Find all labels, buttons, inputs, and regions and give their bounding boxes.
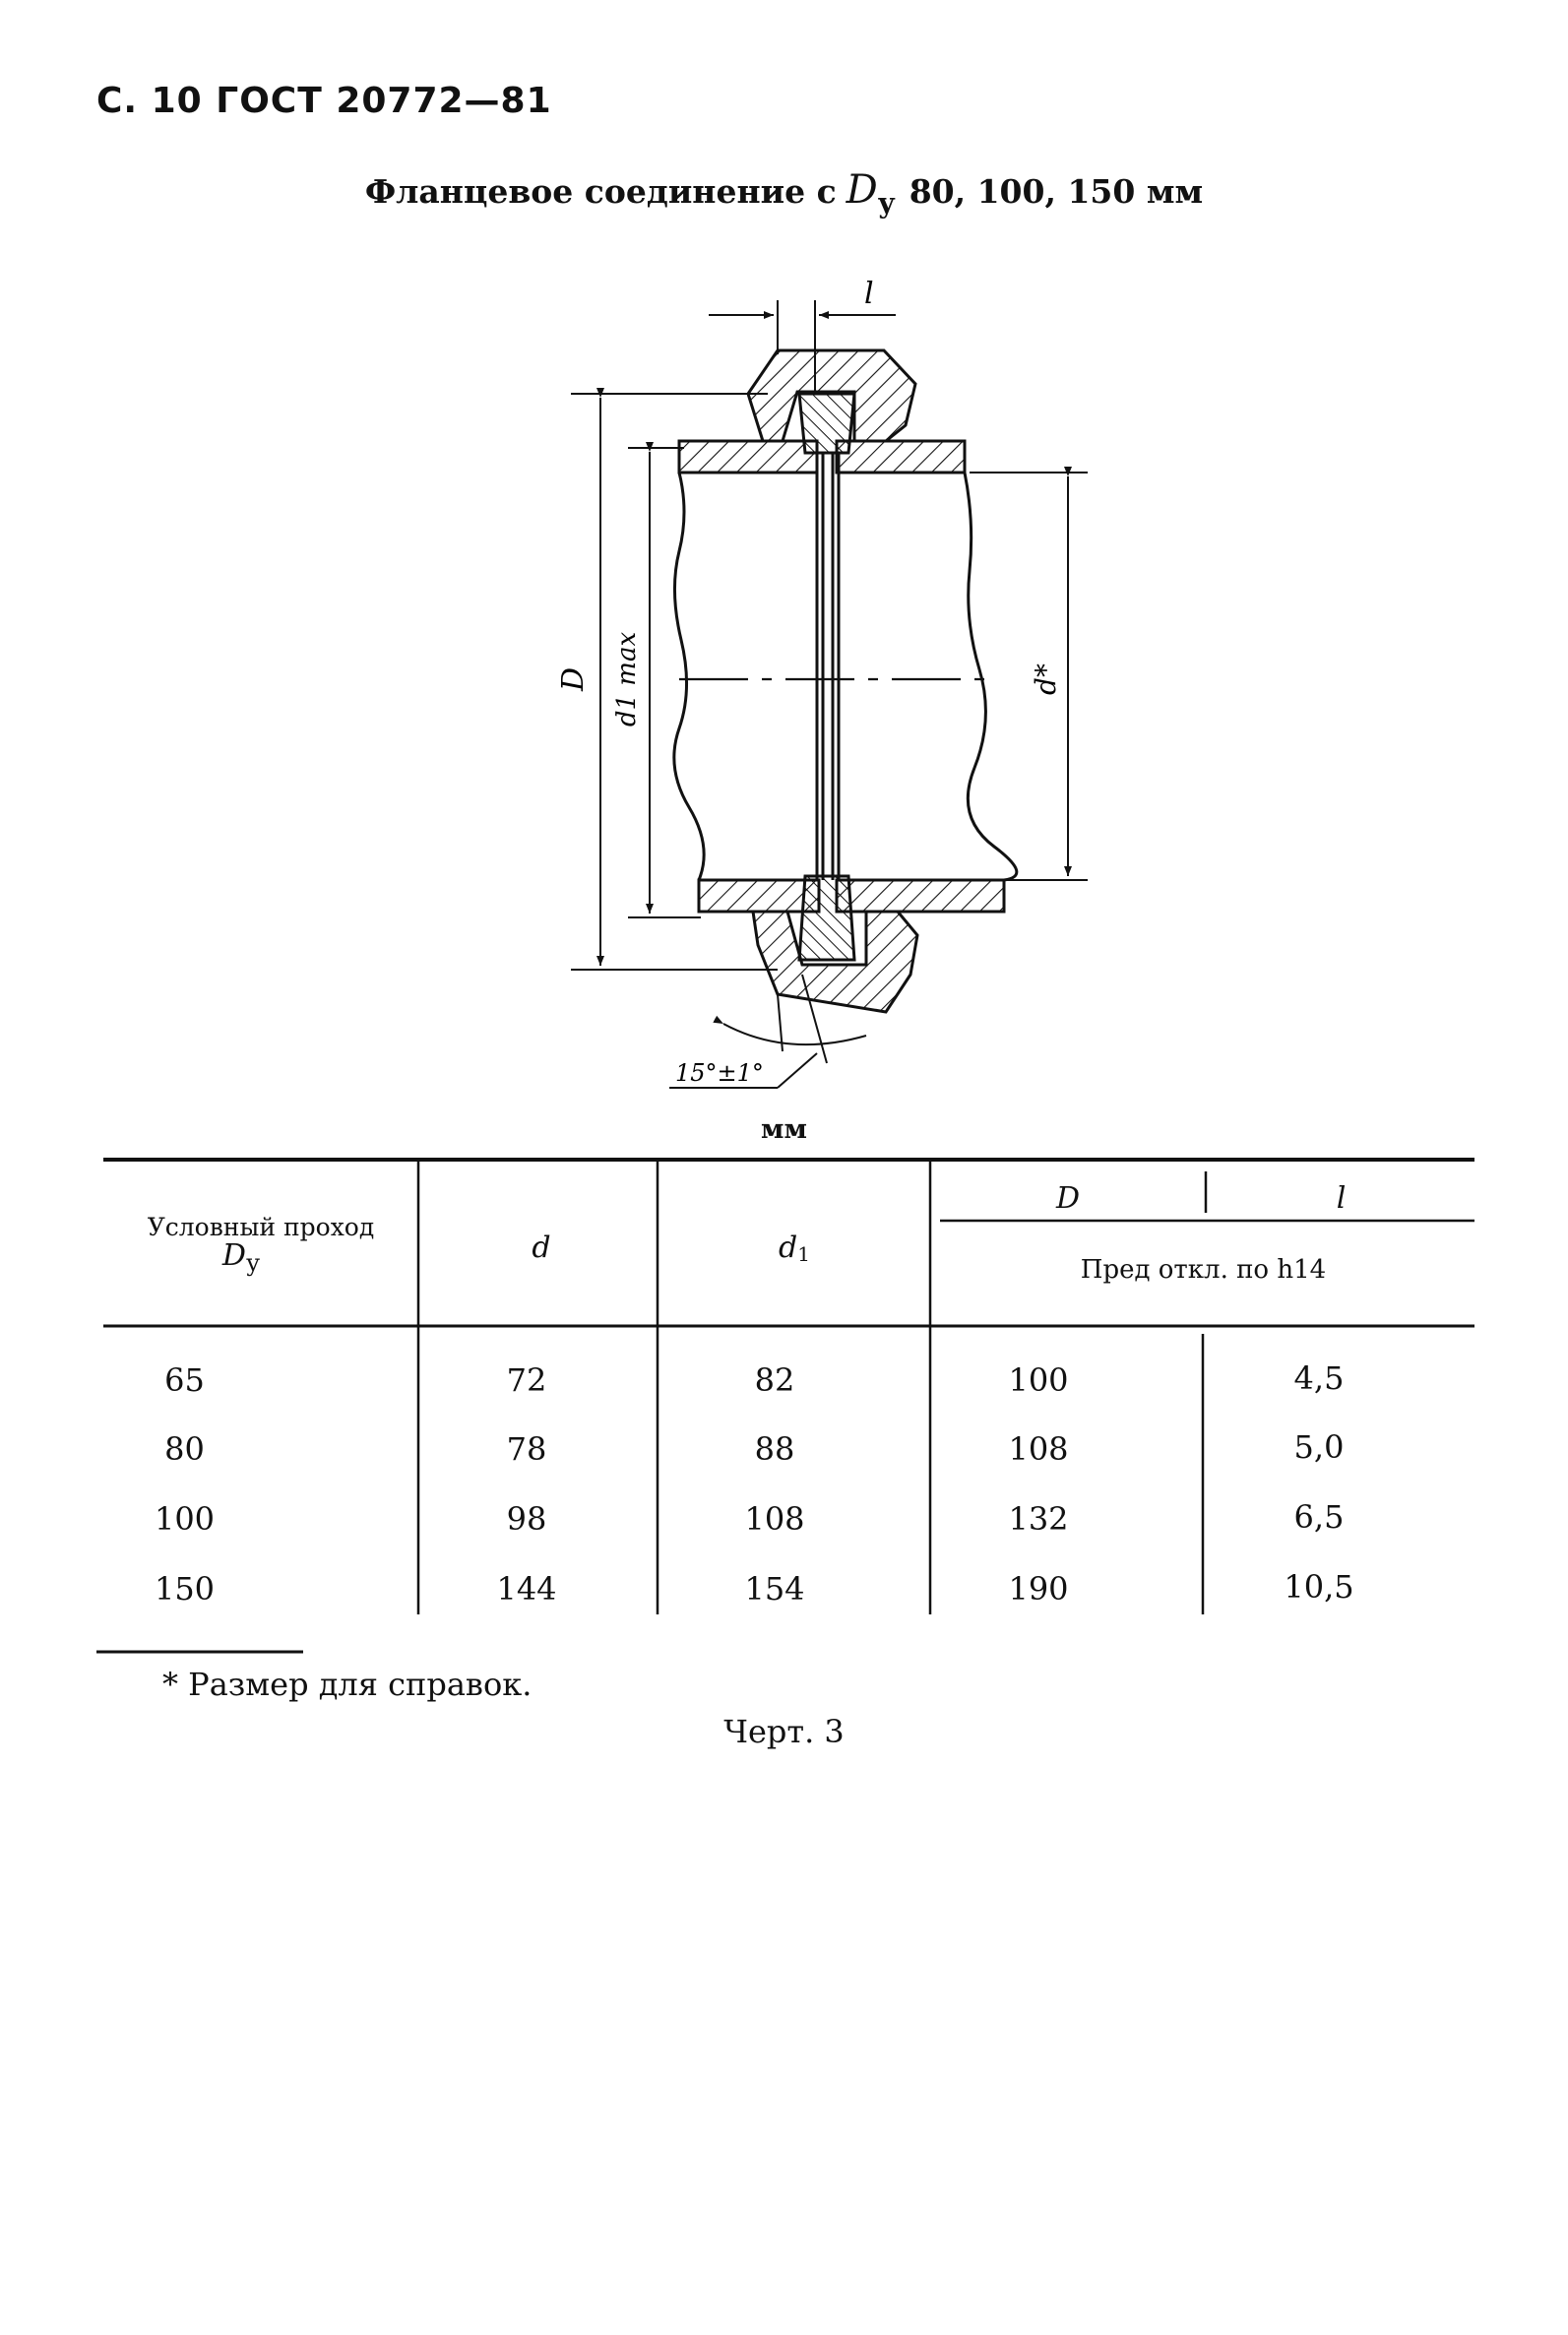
d1-symbol: d [779,1231,798,1265]
title-symbol: D [846,167,878,213]
cell-D: 100 [1008,1361,1069,1399]
cell-d: 144 [496,1570,557,1608]
table-rules [96,1158,1474,1654]
title-prefix: Фланцевое соединение с [364,172,837,211]
cell-dy: 100 [154,1500,216,1538]
cell-l: 10,5 [1284,1568,1354,1606]
cell-d: 98 [506,1500,547,1538]
header-D: D [1055,1181,1081,1216]
seal-bottom [797,874,856,962]
dim-label-D: D [556,667,591,692]
dim-label-angle: 15°±1° [675,1059,764,1087]
title-suffix: 80, 100, 150 мм [909,172,1204,211]
pipe-wall-top-left [677,439,819,474]
cell-d1: 154 [744,1570,805,1608]
figure-caption: Черт. 3 [723,1713,845,1750]
d1-subscript: 1 [797,1242,810,1266]
title-subscript: у [877,187,896,220]
cell-d: 78 [506,1430,547,1468]
pipe-break-left [672,472,706,881]
cell-D: 190 [1008,1570,1069,1608]
cell-dy: 150 [154,1570,216,1608]
cell-dy: 80 [164,1430,205,1468]
cell-D: 132 [1008,1500,1069,1538]
cell-D: 108 [1008,1430,1069,1468]
header-d1: d1 [661,1231,927,1266]
pipe-break-right [963,472,1019,882]
cell-l: 5,0 [1293,1428,1345,1466]
dim-label-l: l [864,277,874,311]
header-d: d [532,1231,551,1265]
footnote: * Размер для справок. [162,1666,533,1703]
clamp-top [746,348,917,443]
header-dy-line1: Условный проход [147,1213,375,1241]
pipe-wall-bottom-left [697,878,821,914]
seal-top [797,392,856,455]
header-tolerance: Пред откл. по h14 [1080,1255,1327,1285]
header-dy-symbol: Dу [79,1238,404,1278]
flange-connection-drawing: l D d1 max d* 15°±1° [556,277,1088,1089]
dy-subscript: у [245,1249,261,1277]
cell-dy: 65 [164,1361,205,1399]
cell-l: 6,5 [1293,1498,1345,1536]
pipe-wall-top-right [835,439,967,474]
dim-label-d: d* [1030,663,1062,695]
cell-d: 72 [506,1361,547,1399]
header-dy: Условный проход Dу [118,1213,404,1277]
page-header: С. 10 ГОСТ 20772—81 [96,81,552,121]
dim-label-d1max: d1 max [612,632,642,727]
cell-d1: 108 [744,1500,805,1538]
table-unit: мм [761,1114,807,1145]
cell-d1: 88 [754,1430,795,1468]
pipe-wall-bottom-right [835,878,1006,914]
dy-symbol: D [221,1238,246,1273]
cell-d1: 82 [754,1361,795,1399]
header-l: l [1336,1181,1347,1216]
cell-l: 4,5 [1293,1359,1345,1397]
